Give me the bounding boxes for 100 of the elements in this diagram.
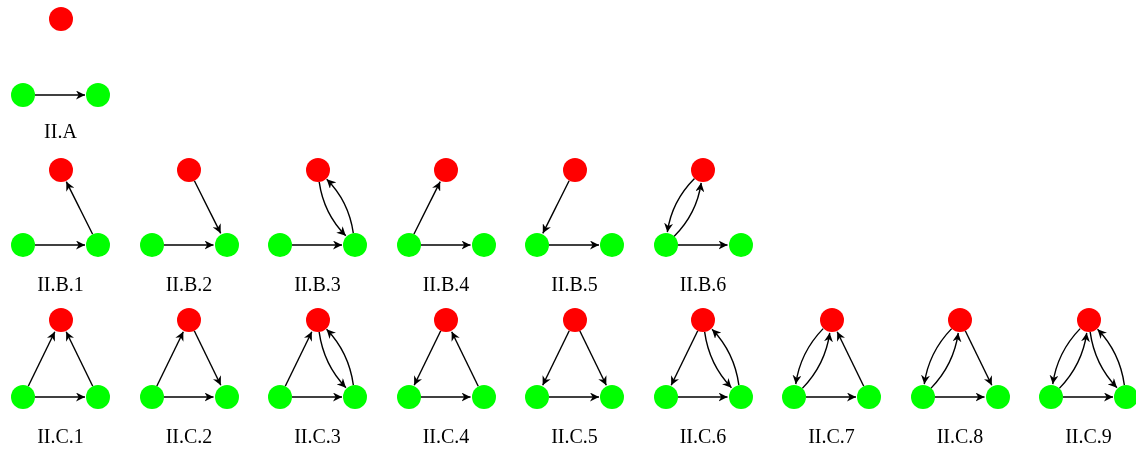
arrow bbox=[542, 180, 570, 235]
arrow bbox=[451, 331, 479, 387]
graph-node bbox=[86, 385, 110, 409]
graph-node bbox=[653, 385, 678, 409]
graph-node bbox=[86, 233, 110, 257]
arrow bbox=[413, 180, 441, 235]
graph-node bbox=[434, 308, 458, 332]
arrow bbox=[284, 331, 313, 387]
graph-node bbox=[600, 385, 624, 409]
arrow bbox=[325, 328, 355, 386]
arrow bbox=[703, 331, 733, 389]
arrow bbox=[318, 331, 347, 389]
graph-node bbox=[1039, 385, 1063, 409]
graph-node bbox=[691, 158, 715, 182]
arrow bbox=[664, 177, 696, 233]
graph-node bbox=[525, 385, 549, 409]
motif-label: II.C.8 bbox=[936, 425, 984, 447]
graph-node bbox=[214, 233, 239, 257]
arrow bbox=[676, 392, 729, 402]
arrow bbox=[326, 178, 354, 234]
motif-label: II.B.2 bbox=[165, 273, 213, 295]
arrow bbox=[1058, 332, 1090, 390]
arrow bbox=[711, 328, 740, 386]
graph-node bbox=[782, 385, 806, 409]
graph-node bbox=[305, 308, 330, 332]
graph-node bbox=[653, 233, 678, 257]
graph-node bbox=[728, 233, 753, 257]
arrow bbox=[801, 332, 833, 390]
arrow bbox=[964, 330, 993, 386]
arrow bbox=[419, 392, 472, 402]
arrow bbox=[65, 331, 94, 387]
graph-node bbox=[525, 233, 549, 257]
graph-node bbox=[819, 308, 844, 332]
arrow bbox=[65, 180, 94, 235]
arrow bbox=[156, 331, 184, 387]
arrow bbox=[921, 327, 953, 385]
motif-label: II.C.7 bbox=[808, 425, 855, 447]
graph-node bbox=[985, 385, 1010, 409]
graph-node bbox=[268, 385, 292, 409]
graph-node bbox=[1076, 308, 1101, 332]
graph-node bbox=[139, 233, 164, 257]
motif-label: II.C.2 bbox=[165, 425, 213, 447]
arrow bbox=[1096, 328, 1126, 386]
graph-node bbox=[86, 83, 110, 107]
motif-label: II.C.6 bbox=[679, 425, 727, 447]
motif-label: II.A bbox=[44, 120, 77, 142]
motif-label: II.C.4 bbox=[422, 425, 470, 447]
arrow bbox=[291, 240, 343, 250]
graph-node bbox=[11, 233, 35, 257]
arrow bbox=[933, 392, 986, 402]
motif-label: II.C.5 bbox=[551, 425, 598, 447]
motif-label: II.C.3 bbox=[294, 425, 341, 447]
arrow bbox=[193, 330, 222, 386]
arrow bbox=[193, 180, 222, 235]
graph-node bbox=[214, 385, 239, 409]
arrow bbox=[318, 181, 347, 237]
arrow bbox=[548, 240, 600, 250]
graph-node bbox=[857, 385, 881, 409]
graph-node bbox=[434, 158, 458, 182]
arrow bbox=[1062, 392, 1114, 402]
graph-node bbox=[471, 233, 496, 257]
graph-node bbox=[139, 385, 164, 409]
motif-label: II.B.1 bbox=[37, 273, 84, 295]
graph-node bbox=[471, 385, 496, 409]
arrow bbox=[673, 182, 705, 238]
arrow bbox=[34, 90, 86, 100]
graph-node bbox=[48, 7, 73, 31]
graph-node bbox=[728, 385, 753, 409]
motif-label: II.B.5 bbox=[551, 273, 598, 295]
graph-node bbox=[910, 385, 935, 409]
motif-label: II.B.4 bbox=[422, 273, 470, 295]
graph-node bbox=[177, 308, 201, 332]
graph-node bbox=[268, 233, 292, 257]
arrow bbox=[162, 392, 215, 402]
motif-label: II.C.9 bbox=[1065, 425, 1112, 447]
graph-node bbox=[562, 308, 587, 332]
graph-node bbox=[48, 158, 73, 182]
graph-node bbox=[562, 158, 587, 182]
arrow bbox=[548, 392, 600, 402]
arrow bbox=[836, 331, 865, 387]
graph-node bbox=[1114, 385, 1136, 409]
motif-label: II.C.1 bbox=[37, 425, 84, 447]
arrow bbox=[291, 392, 343, 402]
arrow bbox=[579, 330, 607, 386]
arrow bbox=[1049, 327, 1081, 385]
arrow bbox=[542, 330, 570, 386]
arrow bbox=[670, 330, 699, 386]
arrow bbox=[27, 331, 56, 387]
graph-node bbox=[948, 308, 972, 332]
graph-node bbox=[396, 385, 421, 409]
arrow bbox=[676, 240, 729, 250]
graph-node bbox=[396, 233, 421, 257]
graph-node bbox=[177, 158, 201, 182]
arrow bbox=[419, 240, 472, 250]
graph-node bbox=[48, 308, 73, 332]
motif-label: II.B.6 bbox=[679, 273, 727, 295]
arrow bbox=[930, 332, 962, 390]
arrow bbox=[792, 327, 824, 385]
graph-node bbox=[305, 158, 330, 182]
graph-node bbox=[343, 385, 367, 409]
